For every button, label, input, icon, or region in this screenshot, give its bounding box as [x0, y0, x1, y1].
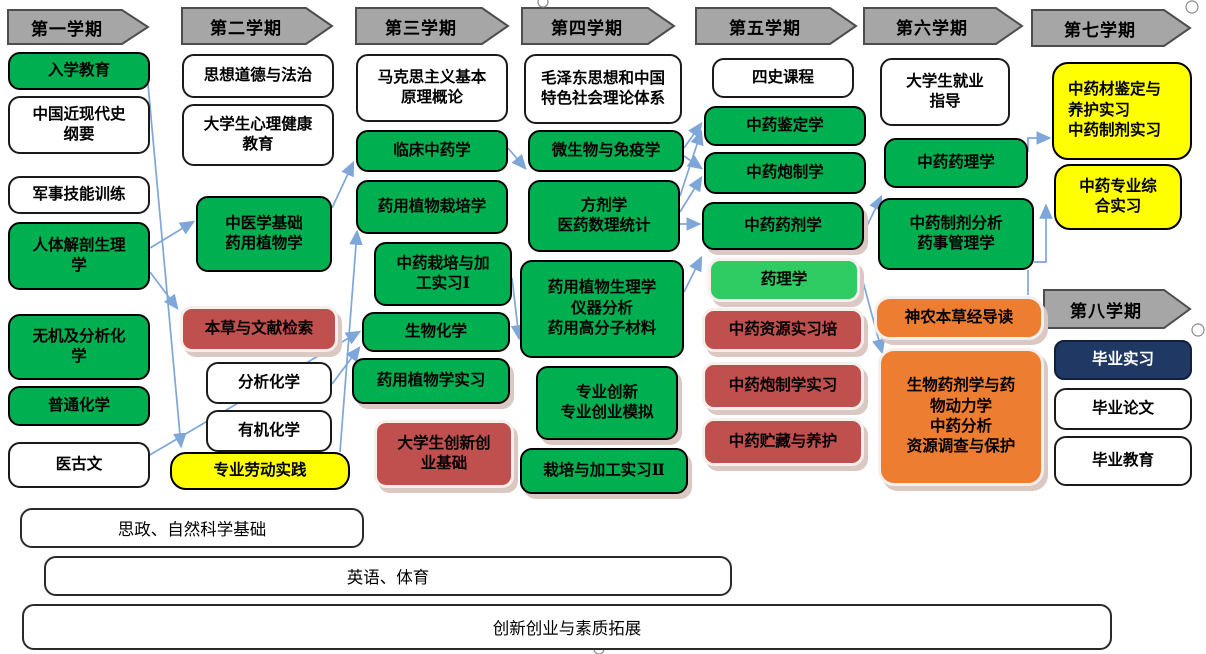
course-box: 中药栽培与加 工实习Ⅰ: [374, 242, 512, 306]
course-box: 医古文: [8, 442, 150, 488]
course-box: 中药贮藏与养护: [702, 418, 864, 466]
course-box: 生物化学: [362, 312, 510, 352]
course-box: 入学教育: [8, 52, 150, 90]
handle-circle: [1185, 0, 1199, 14]
course-box: 普通化学: [8, 386, 150, 426]
category-bar: 思政、自然科学基础: [20, 508, 364, 548]
connector-arrow: [147, 83, 187, 449]
connector-arrow: [507, 147, 527, 170]
course-box: 中国近现代史 纲要: [8, 96, 150, 154]
connector-arrow: [149, 220, 196, 249]
course-box: 药理学: [708, 258, 860, 302]
connector-arrow: [683, 255, 703, 293]
semester-banner-label: 第四学期: [551, 18, 623, 38]
semester-banner-label: 第三学期: [385, 18, 457, 38]
semester-banner-label: 第八学期: [1070, 301, 1142, 321]
connector-arrow: [149, 271, 179, 311]
course-box: 中药鉴定学: [704, 106, 866, 146]
course-box: 药用植物学实习: [352, 358, 510, 404]
course-box: 有机化学: [206, 410, 332, 452]
course-box: 中医学基础 药用植物学: [196, 196, 332, 272]
course-box: 大学生心理健康 教育: [182, 104, 334, 166]
connector-arrow: [331, 160, 355, 209]
course-box: 专业创新 专业创业模拟: [536, 366, 678, 440]
course-box: 药用植物栽培学: [356, 180, 508, 234]
course-box: 生物药剂学与药 物动力学 中药分析 资源调查与保护: [878, 348, 1044, 486]
course-box: 大学生就业 指导: [880, 58, 1010, 126]
course-box: 马克思主义基本 原理概论: [356, 54, 508, 122]
course-box: 分析化学: [206, 362, 332, 404]
course-box: 中药炮制学实习: [702, 362, 864, 410]
course-box: 微生物与免疫学: [528, 130, 684, 172]
course-box: 中药专业综 合实习: [1054, 164, 1182, 230]
course-box: 思想道德与法治: [182, 54, 334, 98]
category-bar: 创新创业与素质拓展: [22, 604, 1112, 650]
semester-banner-label: 第二学期: [210, 18, 282, 38]
course-box: 四史课程: [712, 58, 854, 98]
course-box: 中药资源实习培: [702, 308, 864, 352]
connector-arrow: [683, 155, 704, 170]
course-box: 毕业教育: [1054, 436, 1192, 486]
course-box: 大学生创新创 业基础: [374, 420, 514, 488]
course-box: 专业劳动实践: [170, 452, 350, 490]
handle-circle: [537, 0, 549, 8]
course-box: 药用植物生理学 仪器分析 药用高分子材料: [520, 260, 684, 358]
course-box: 毛泽东思想和中国 特色社会理论体系: [524, 54, 682, 124]
course-box: 无机及分析化 学: [8, 314, 150, 380]
course-box: 神农本草经导读: [874, 296, 1044, 340]
semester-banner-label: 第一学期: [31, 19, 103, 39]
connector-arrow: [679, 175, 703, 213]
course-box: 中药药剂学: [702, 202, 864, 250]
semester-banner-label: 第七学期: [1064, 20, 1136, 40]
course-box: 栽培与加工实习Ⅱ: [520, 448, 688, 494]
connector-arrow: [510, 277, 525, 341]
course-box: 临床中药学: [356, 130, 508, 172]
course-box: 中药制剂分析 药事管理学: [878, 198, 1034, 270]
course-box: 中药药理学: [884, 138, 1028, 188]
course-box: 毕业论文: [1054, 388, 1192, 430]
handle-circle: [1191, 323, 1205, 337]
connector-arrow: [683, 121, 703, 149]
course-box: 中药材鉴定与 养护实习 中药制剂实习: [1052, 62, 1192, 160]
course-box: 本草与文献检索: [180, 306, 338, 352]
semester-banner-label: 第五学期: [729, 18, 801, 38]
course-box: 方剂学 医药数理统计: [528, 180, 680, 252]
connector-arrow: [1034, 203, 1053, 263]
semester-banner-label: 第六学期: [896, 18, 968, 38]
course-box: 军事技能训练: [8, 176, 150, 214]
connector-arrow: [1027, 131, 1052, 152]
category-bar: 英语、体育: [44, 556, 732, 596]
course-box: 毕业实习: [1054, 340, 1192, 380]
course-box: 人体解剖生理 学: [8, 222, 150, 290]
connector-arrow: [339, 229, 363, 453]
course-box: 中药炮制学: [704, 152, 866, 194]
